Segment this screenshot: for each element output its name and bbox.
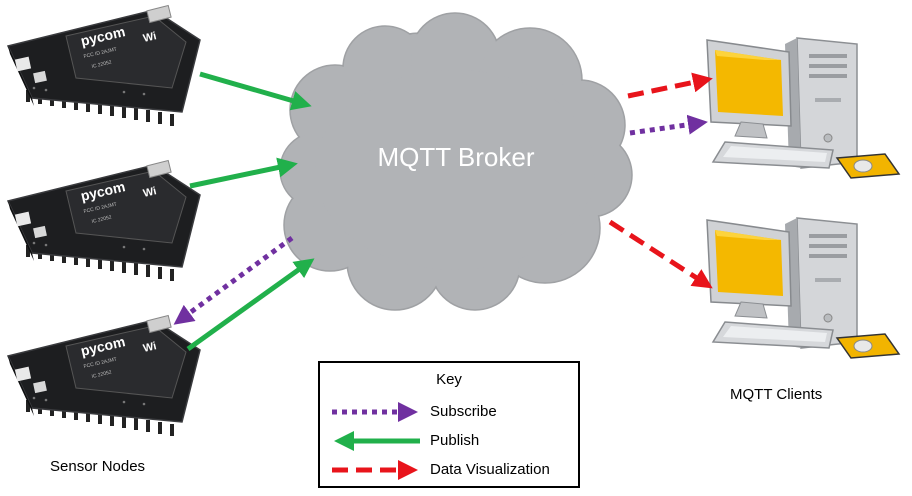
legend-item-subscribe: Subscribe	[320, 399, 578, 425]
legend-label-data-visualization: Data Visualization	[430, 461, 550, 478]
data-visualization-arrow-2	[608, 219, 713, 289]
sensor-node-3	[7, 314, 201, 437]
sensor-nodes-label: Sensor Nodes	[50, 458, 146, 475]
subscribe-legend-arrow	[332, 402, 418, 422]
publish-arrow-1	[199, 71, 312, 111]
sensor-node-1	[7, 4, 201, 127]
broker-cloud: MQTT Broker	[279, 12, 633, 311]
mqtt-client-1	[706, 37, 900, 179]
legend-item-publish: Publish	[320, 428, 578, 454]
publish-legend-arrow	[334, 431, 420, 451]
publish-arrow-2	[189, 157, 298, 189]
legend-key: Key Subscribe Publish Data Visualization	[318, 361, 580, 488]
sensor-node-2	[7, 159, 201, 282]
subscribe-arrow-sensor	[173, 235, 294, 325]
legend-label-publish: Publish	[430, 432, 480, 449]
legend-label-subscribe: Subscribe	[430, 403, 497, 420]
publish-arrow-3	[186, 258, 315, 352]
data-visualization-legend-arrow	[332, 460, 418, 480]
data-visualization-arrow-1	[627, 72, 713, 99]
legend-title: Key	[436, 371, 462, 388]
broker-label: MQTT Broker	[378, 142, 535, 172]
mqtt-clients-label: MQTT Clients	[730, 386, 823, 403]
legend-item-data-visualization: Data Visualization	[320, 457, 578, 483]
mqtt-client-2	[706, 217, 900, 359]
subscribe-arrow-client	[629, 114, 708, 136]
